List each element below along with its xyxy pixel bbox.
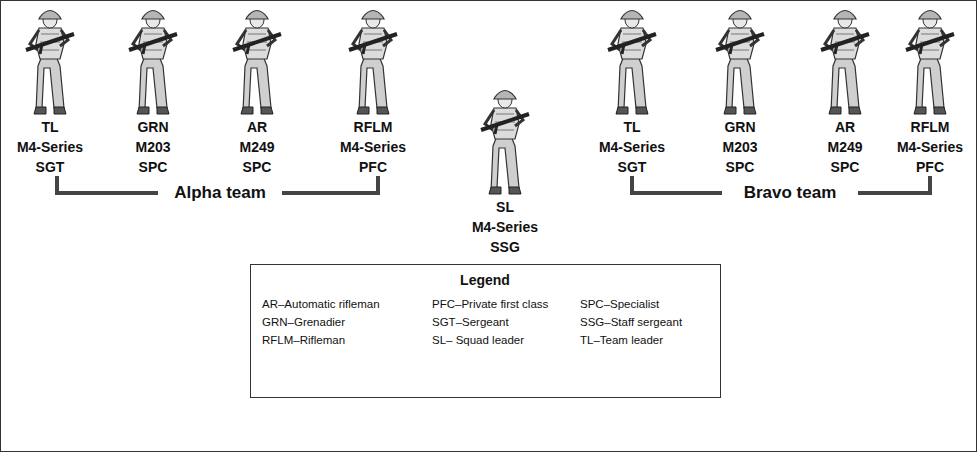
soldier-caption: TL [41,117,58,137]
legend-box [251,265,721,398]
legend-entry: TL–Team leader [580,332,663,348]
soldier-caption: SGT [36,157,65,177]
soldier-caption: TL [623,117,640,137]
soldier-caption: M4-Series [17,137,83,157]
soldier-caption: M4-Series [599,137,665,157]
soldier-caption: M4-Series [340,137,406,157]
soldier-caption: RFLM [911,117,950,137]
legend-entry: SGT–Sergeant [432,314,509,330]
soldier-caption: PFC [359,157,387,177]
legend-entry: SPC–Specialist [580,296,659,312]
soldier-caption: SPC [139,157,168,177]
soldier-figure [349,11,397,115]
soldier-figure [481,91,529,195]
soldier-caption: SGT [618,157,647,177]
soldier-figure [608,11,656,115]
team-name: Bravo team [741,183,840,203]
soldier-figure [129,11,177,115]
soldier-figure [906,11,954,115]
soldier-figure [233,11,281,115]
legend-entry: SL– Squad leader [432,332,524,348]
soldier-caption: GRN [724,117,755,137]
soldier-caption: AR [835,117,855,137]
soldier-caption: SPC [831,157,860,177]
soldier-caption: SSG [490,237,520,257]
soldier-caption: SPC [726,157,755,177]
soldier-caption: M203 [135,137,170,157]
soldier-caption: M4-Series [472,217,538,237]
soldier-caption: M203 [722,137,757,157]
legend-entry: PFC–Private first class [432,296,548,312]
soldier-figure [821,11,869,115]
legend-entry: RFLM–Rifleman [262,332,345,348]
legend-title: Legend [460,270,510,290]
soldier-caption: SL [496,197,514,217]
legend-entry: GRN–Grenadier [262,314,345,330]
legend-entry: AR–Automatic rifleman [262,296,380,312]
soldier-caption: PFC [916,157,944,177]
soldier-caption: SPC [243,157,272,177]
soldier-figure [26,11,74,115]
soldier-figure [716,11,764,115]
soldier-caption: M4-Series [897,137,963,157]
soldier-caption: AR [247,117,267,137]
soldier-caption: GRN [137,117,168,137]
soldier-caption: M249 [239,137,274,157]
legend-entry: SSG–Staff sergeant [580,314,682,330]
team-name: Alpha team [171,183,269,203]
soldier-caption: RFLM [354,117,393,137]
soldier-caption: M249 [827,137,862,157]
